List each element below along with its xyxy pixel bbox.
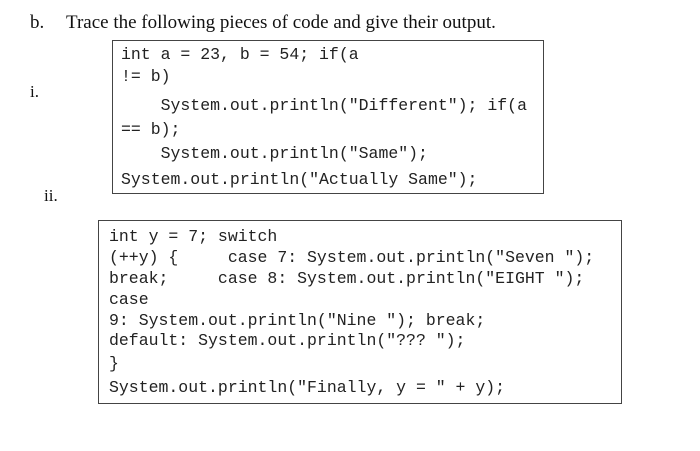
code-box-part-i: int a = 23, b = 54; if(a != b) System.ou… <box>112 40 544 194</box>
part-ii-label: ii. <box>44 186 58 205</box>
code-line: System.out.println("Different"); if(a <box>121 96 527 115</box>
code-line: int a = 23, b = 54; if(a <box>121 45 359 64</box>
question-letter: b. <box>30 12 45 33</box>
question-text: Trace the following pieces of code and g… <box>66 12 496 33</box>
code-line: != b) <box>121 67 171 86</box>
code-line: break; case 8: System.out.println("EIGHT… <box>109 269 585 288</box>
part-i-label: i. <box>30 82 39 101</box>
code-line: int y = 7; switch <box>109 227 278 246</box>
code-line: 9: System.out.println("Nine "); break; <box>109 311 486 330</box>
code-line: System.out.println("Same"); <box>121 144 428 163</box>
code-line: } <box>109 354 119 373</box>
code-box-part-ii: int y = 7; switch (++y) { case 7: System… <box>98 220 622 404</box>
code-line: (++y) { case 7: System.out.println("Seve… <box>109 248 595 267</box>
code-line: == b); <box>121 120 181 139</box>
code-line: System.out.println("Actually Same"); <box>121 170 478 189</box>
code-line: case <box>109 290 149 309</box>
code-line: System.out.println("Finally, y = " + y); <box>109 378 506 397</box>
code-line: default: System.out.println("??? "); <box>109 331 466 350</box>
